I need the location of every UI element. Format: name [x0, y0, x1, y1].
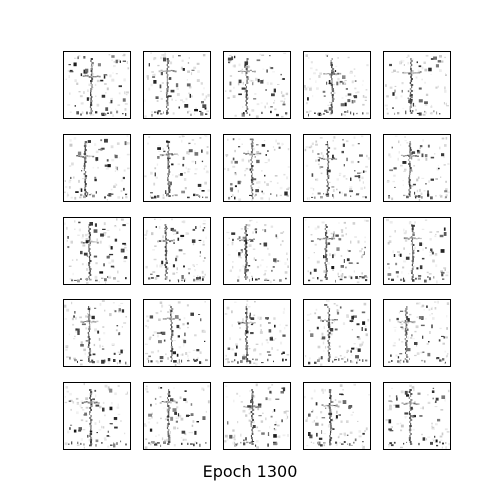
sample-tile [383, 51, 451, 119]
sample-image [304, 135, 370, 200]
sample-tile [383, 134, 451, 202]
sample-tile [63, 299, 131, 367]
sample-image [144, 301, 208, 366]
sample-tile [63, 382, 131, 450]
sample-tile [63, 134, 131, 202]
sample-image [64, 300, 129, 366]
sample-tile [143, 51, 211, 119]
sample-image [64, 135, 130, 201]
sample-image [226, 219, 289, 284]
sample-tile [143, 299, 211, 367]
sample-tile [143, 134, 211, 202]
sample-tile [63, 217, 131, 285]
sample-image [305, 219, 369, 284]
sample-tile [303, 134, 371, 202]
sample-image [65, 53, 130, 117]
sample-tile [303, 382, 371, 450]
sample-tile [223, 217, 291, 285]
sample-image [64, 383, 128, 449]
sample-tile [383, 299, 451, 367]
sample-tile [223, 299, 291, 367]
sample-tile [383, 217, 451, 285]
sample-image [388, 300, 450, 365]
sample-tile [143, 217, 211, 285]
sample-tile [303, 51, 371, 119]
sample-image [385, 384, 450, 449]
sample-image [386, 135, 450, 201]
sample-tile [63, 51, 131, 119]
sample-image [224, 383, 289, 449]
sample-image [144, 135, 210, 199]
sample-tile [383, 382, 451, 450]
sample-tile [303, 217, 371, 285]
sample-tile [223, 134, 291, 202]
sample-image [384, 54, 449, 116]
sample-image [386, 218, 450, 284]
sample-tile [223, 51, 291, 119]
sample-tile [303, 299, 371, 367]
sample-tile [223, 382, 291, 450]
sample-tile [143, 382, 211, 450]
sample-image [304, 383, 370, 449]
sample-image [224, 300, 290, 366]
sample-image [225, 52, 289, 118]
sample-image [224, 138, 290, 201]
sample-image [144, 385, 210, 449]
epoch-caption: Epoch 1300 [202, 462, 298, 481]
sample-image [144, 52, 210, 118]
sample-image [305, 300, 370, 366]
sample-image [64, 218, 129, 284]
sample-image [304, 53, 369, 117]
sample-image [144, 218, 207, 283]
